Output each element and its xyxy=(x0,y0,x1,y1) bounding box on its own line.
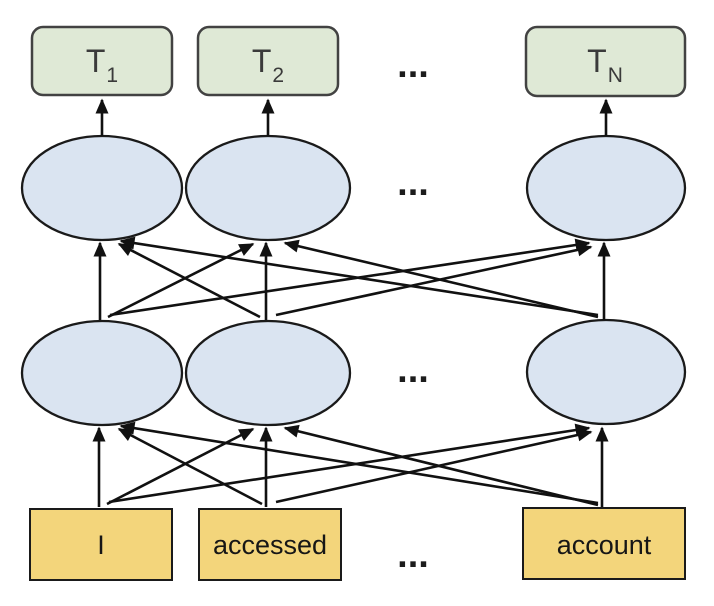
input-box-2 xyxy=(198,508,342,581)
output-label-t1-sub: 1 xyxy=(106,64,118,87)
output-label-t1: T1 xyxy=(86,43,118,87)
output-box-t2 xyxy=(196,25,340,97)
input-label-1: I xyxy=(97,530,105,560)
arrow-h1c2-to-h2cn xyxy=(275,243,593,317)
output-label-tn-sub: N xyxy=(608,64,623,87)
arrows-inputs-to-hidden1 xyxy=(92,421,609,507)
arrows-hidden1-to-hidden2 xyxy=(93,236,611,320)
input-label-2: accessed xyxy=(213,530,327,560)
hidden-layer-2 xyxy=(20,134,687,242)
output-label-t1-base: T xyxy=(86,43,106,79)
input-box-1 xyxy=(29,508,173,581)
ellipsis-hidden1-row: ... xyxy=(397,349,429,391)
arrow-inn-to-h1c2 xyxy=(283,424,599,507)
hidden2-node-n xyxy=(525,134,687,242)
hidden2-node-1 xyxy=(20,134,184,242)
hidden-layer-1 xyxy=(20,318,687,427)
arrow-h1cn-to-h2c1 xyxy=(119,236,599,317)
output-box-t1 xyxy=(30,25,174,97)
input-layer: I accessed account xyxy=(29,507,686,581)
arrow-inn-to-h1c1 xyxy=(119,421,599,505)
ellipsis-input-row: ... xyxy=(397,534,429,576)
arrow-h1c1-to-h2cn xyxy=(109,238,591,317)
arrow-in1-to-h1c2 xyxy=(106,427,255,506)
ellipsis-hidden2-row: ... xyxy=(397,162,429,204)
output-layer: T1 T2 TN xyxy=(30,25,687,98)
output-box-tn xyxy=(524,25,687,98)
hidden1-node-n xyxy=(525,318,687,426)
hidden2-node-2 xyxy=(184,134,352,242)
arrow-h1c1-to-h2c2 xyxy=(107,242,255,319)
input-box-n xyxy=(522,507,686,580)
output-label-tn: TN xyxy=(587,43,623,87)
arrows-hidden2-to-outputs xyxy=(95,98,613,136)
arrow-h1cn-to-h2c2 xyxy=(283,239,599,319)
output-label-t2-sub: 2 xyxy=(272,64,284,87)
arrow-in2-to-h1cn xyxy=(275,428,593,504)
input-label-n: account xyxy=(557,530,652,560)
arrow-in1-to-h1cn xyxy=(108,423,591,504)
output-label-tn-base: T xyxy=(587,43,607,79)
arrow-in2-to-h1c1 xyxy=(117,427,263,506)
output-label-t2: T2 xyxy=(252,43,284,87)
hidden1-node-2 xyxy=(184,319,352,427)
arrow-h1c2-to-h2c1 xyxy=(117,242,261,319)
output-label-t2-base: T xyxy=(252,43,272,79)
hidden1-node-1 xyxy=(20,319,184,427)
ellipsis-output-row: ... xyxy=(397,44,429,86)
ellipsis-marks: ... ... ... ... xyxy=(397,44,429,576)
